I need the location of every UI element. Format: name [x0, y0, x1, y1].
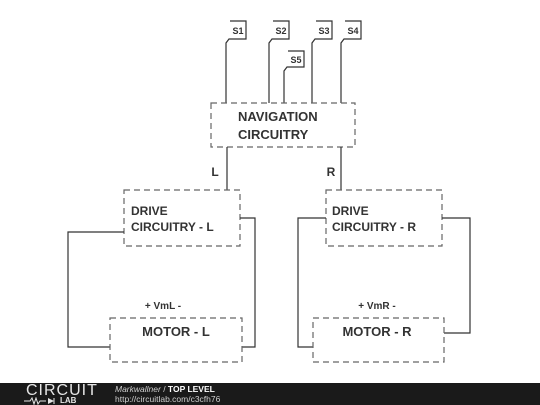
- wire-drive-right-to-motor-right-outer: [297, 217, 326, 348]
- sensor-s3-label: S3: [318, 26, 329, 36]
- right-signal-label: R: [327, 165, 336, 179]
- motor-right-label: MOTOR - R: [342, 324, 412, 339]
- sensor-s3[interactable]: S3: [311, 20, 333, 103]
- drive-circuitry-left-block[interactable]: DRIVE CIRCUITRY - L: [123, 189, 241, 247]
- voltage-left-label: + VmL -: [145, 301, 181, 312]
- sensor-s5-label: S5: [290, 55, 301, 65]
- drive-circuitry-right-block[interactable]: DRIVE CIRCUITRY - R: [325, 189, 443, 247]
- author-name[interactable]: Markwallner: [115, 384, 161, 394]
- wire-drive-left-to-motor-left-inner: [240, 217, 256, 348]
- sensor-s1-label: S1: [232, 26, 243, 36]
- motor-left-block[interactable]: MOTOR - L: [109, 317, 243, 363]
- drive-left-label-line2: CIRCUITRY - L: [131, 220, 214, 234]
- sensor-s5[interactable]: S5: [283, 50, 305, 103]
- circuitlab-logo-lab: LAB: [60, 396, 77, 405]
- navigation-label-line1: NAVIGATION: [238, 109, 318, 124]
- wire-drive-right-to-motor-right-inner: [442, 217, 471, 334]
- navigation-label-line2: CIRCUITRY: [238, 127, 309, 142]
- drive-left-label-line1: DRIVE: [131, 204, 168, 218]
- sensor-s2[interactable]: S2: [268, 20, 290, 103]
- circuit-url-link[interactable]: http://circuitlab.com/c3cfh76: [115, 394, 221, 404]
- resistor-icon: [24, 397, 55, 405]
- navigation-circuitry-block[interactable]: NAVIGATION CIRCUITRY: [210, 102, 356, 148]
- motor-left-label: MOTOR - L: [142, 324, 210, 339]
- footer-title-line: Markwallner / TOP LEVEL: [115, 384, 215, 394]
- left-signal-label: L: [211, 165, 218, 179]
- drive-right-label-line1: DRIVE: [332, 204, 369, 218]
- sensor-s4[interactable]: S4: [340, 20, 362, 103]
- sensor-s1[interactable]: S1: [225, 20, 247, 103]
- sensor-s4-label: S4: [347, 26, 358, 36]
- sensor-s2-label: S2: [275, 26, 286, 36]
- voltage-right-label: + VmR -: [358, 301, 396, 312]
- footer-bar: CIRCUIT LAB Markwallner / TOP LEVEL http…: [0, 383, 540, 405]
- wire-drive-left-to-motor-left-outer: [67, 231, 124, 348]
- block-diagram: S1 S2 S3 S4 S5 NAVIGATION CIRCUITRY L R …: [67, 20, 471, 363]
- motor-right-block[interactable]: MOTOR - R: [312, 317, 445, 363]
- circuit-title: TOP LEVEL: [167, 384, 215, 394]
- circuitlab-logo-text[interactable]: CIRCUIT: [26, 382, 98, 399]
- drive-right-label-line2: CIRCUITRY - R: [332, 220, 416, 234]
- title-separator: /: [160, 384, 168, 394]
